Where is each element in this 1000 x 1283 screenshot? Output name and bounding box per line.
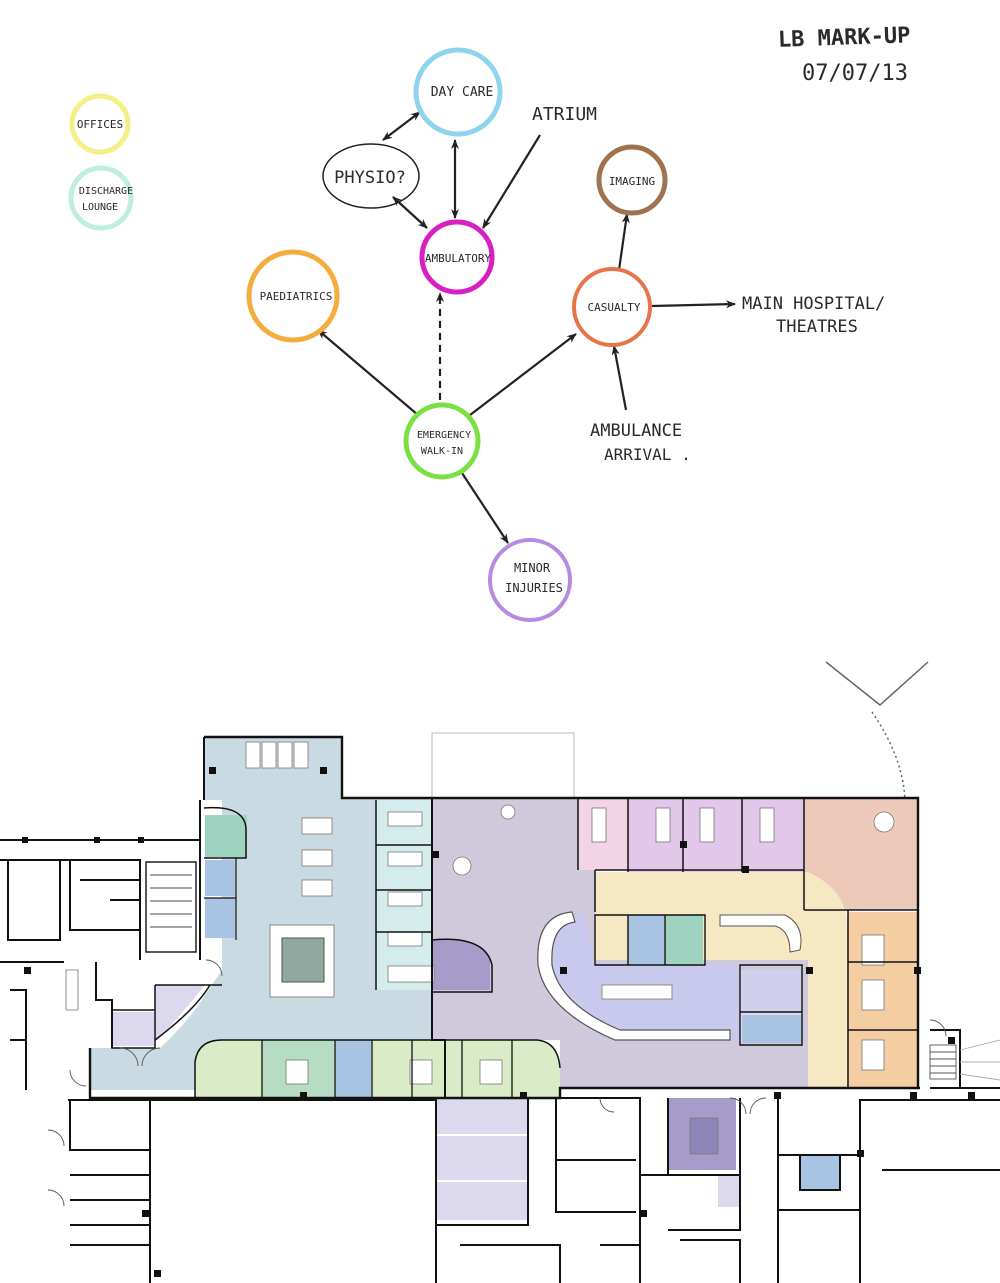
annotations: ATRIUM MAIN HOSPITAL/ THEATRES AMBULANCE… bbox=[532, 104, 885, 464]
arrow-emergency-minor-injuries bbox=[459, 469, 509, 544]
zone-purple-room bbox=[432, 939, 490, 990]
zone-blue-room-lower bbox=[742, 1015, 802, 1043]
node-paediatrics: PAEDIATRICS bbox=[246, 249, 340, 343]
zone-lavender-right-rooms bbox=[742, 970, 802, 1012]
node-paediatrics-ring bbox=[246, 249, 340, 343]
legend-offices-label: OFFICES bbox=[77, 118, 123, 131]
node-imaging-ring bbox=[596, 144, 668, 216]
arrow-casualty-main-hospital bbox=[651, 300, 736, 309]
node-casualty-label: CASUALTY bbox=[588, 301, 641, 314]
bubble-nodes: DAY CARE PHYSIO? AMBULATORY PAEDIATRICS … bbox=[246, 47, 668, 622]
nurse-station-desk bbox=[537, 911, 731, 1041]
node-minor-ring bbox=[488, 538, 572, 622]
node-minor-label-2: INJURIES bbox=[505, 581, 563, 595]
zone-green-offices bbox=[195, 1040, 560, 1098]
reception-island bbox=[269, 924, 335, 998]
node-ambulatory-ring bbox=[419, 219, 495, 295]
zone-waiting bbox=[90, 737, 445, 1090]
zone-teal-room-mid bbox=[665, 915, 703, 965]
node-physio-ring bbox=[322, 143, 420, 209]
entry-stairs bbox=[929, 1039, 1000, 1081]
zone-offices-lower-3 bbox=[436, 1182, 528, 1220]
node-day-care: DAY CARE bbox=[413, 47, 503, 137]
zone-offices-left bbox=[155, 985, 205, 1040]
legend-discharge-ring bbox=[68, 165, 134, 231]
legend-discharge-label-2: LOUNGE bbox=[82, 202, 118, 213]
zone-teal-room-left bbox=[205, 815, 247, 857]
door-swings bbox=[47, 959, 947, 1207]
zone-offices-cupboard bbox=[718, 1175, 740, 1207]
annotation-ambulance-2: ARRIVAL . bbox=[604, 445, 691, 464]
node-physio: PHYSIO? bbox=[322, 143, 420, 209]
columns bbox=[22, 767, 975, 1277]
zone-blue-wc-1 bbox=[205, 860, 235, 896]
node-paediatrics-label: PAEDIATRICS bbox=[260, 290, 333, 303]
floor-plan bbox=[0, 661, 1000, 1283]
annotation-main-hospital-1: MAIN HOSPITAL/ bbox=[742, 294, 885, 314]
legend-discharge-lounge: DISCHARGE LOUNGE bbox=[68, 165, 134, 231]
zone-blue-office bbox=[335, 1040, 371, 1098]
node-emergency-ring bbox=[403, 402, 481, 480]
zone-blue-room-mid bbox=[628, 915, 664, 965]
zone-offices-lower-1 bbox=[436, 1098, 528, 1134]
legend-discharge-label-1: DISCHARGE bbox=[79, 186, 133, 197]
reception-desk-curve bbox=[719, 914, 802, 953]
node-minor-injuries: MINOR INJURIES bbox=[488, 538, 572, 622]
node-ambulatory: AMBULATORY bbox=[419, 219, 495, 295]
zone-blue-wc-2 bbox=[205, 898, 235, 938]
node-casualty-ring bbox=[572, 267, 652, 347]
connectors bbox=[317, 111, 736, 544]
node-casualty: CASUALTY bbox=[572, 267, 652, 347]
annotation-main-hospital-2: THEATRES bbox=[776, 317, 858, 337]
markup-title: LB MARK-UP bbox=[778, 23, 911, 53]
zone-blue-room-bottom bbox=[800, 1155, 840, 1189]
markup-date: 07/07/13 bbox=[802, 61, 908, 86]
node-imaging-label: IMAGING bbox=[609, 175, 655, 188]
annotation-atrium: ATRIUM bbox=[532, 104, 597, 125]
entrance-canopy bbox=[431, 661, 929, 806]
zone-offices-lower-2 bbox=[436, 1136, 528, 1180]
legend-offices: OFFICES bbox=[69, 93, 131, 155]
zone-offices-small bbox=[112, 1012, 154, 1046]
node-ambulatory-label: AMBULATORY bbox=[425, 252, 492, 265]
arrow-casualty-imaging bbox=[617, 213, 630, 271]
legend-offices-ring bbox=[69, 93, 131, 155]
arrow-emergency-casualty bbox=[469, 333, 577, 416]
markup-header: LB MARK-UP 07/07/13 bbox=[778, 23, 911, 86]
node-imaging: IMAGING bbox=[596, 144, 668, 216]
zone-lavender-station bbox=[544, 915, 740, 1040]
legend: OFFICES DISCHARGE LOUNGE bbox=[68, 93, 134, 231]
node-minor-label-1: MINOR bbox=[514, 561, 551, 575]
arrow-daycare-physio bbox=[382, 111, 421, 141]
node-day-care-label: DAY CARE bbox=[431, 85, 494, 100]
node-emergency-label-1: EMERGENCY bbox=[417, 430, 471, 441]
arrow-atrium-ambulatory bbox=[482, 134, 541, 229]
furniture bbox=[65, 741, 895, 1155]
zone-lilac-bays bbox=[628, 798, 804, 872]
arrow-ambulance-casualty bbox=[611, 345, 628, 411]
node-physio-label: PHYSIO? bbox=[334, 168, 406, 188]
arrow-emergency-paediatrics bbox=[317, 329, 419, 416]
node-emergency-label-2: WALK-IN bbox=[421, 446, 463, 457]
node-emergency-walk-in: EMERGENCY WALK-IN bbox=[403, 402, 481, 480]
node-day-care-ring bbox=[413, 47, 503, 137]
annotation-ambulance-1: AMBULANCE bbox=[590, 421, 682, 441]
